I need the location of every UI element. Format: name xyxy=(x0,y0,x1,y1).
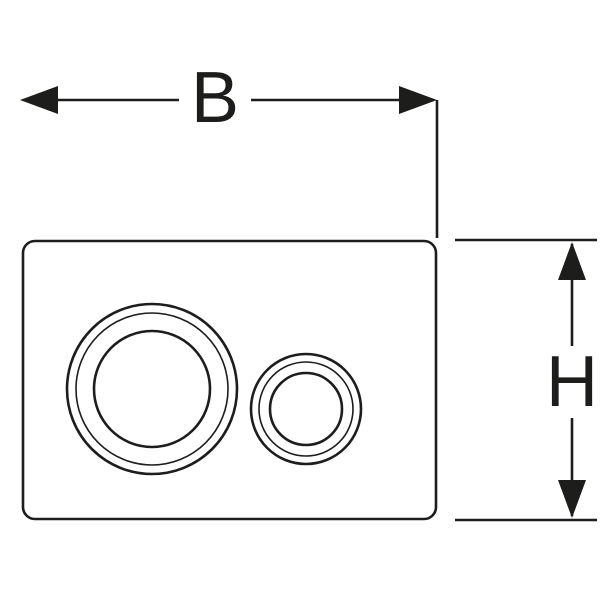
small-button-middle-ring xyxy=(258,361,354,457)
flush-plate-outline xyxy=(21,239,438,521)
width-dimension-label: B xyxy=(178,62,252,134)
large-button-outer-circle xyxy=(65,302,239,476)
height-dimension-label: H xyxy=(534,346,600,418)
small-button-inner-circle xyxy=(268,371,344,447)
arrow-down-icon xyxy=(558,480,586,518)
large-flush-button xyxy=(65,302,239,476)
flush-plate xyxy=(21,239,438,521)
large-button-middle-ring xyxy=(75,312,229,466)
arrow-right-icon xyxy=(399,86,437,114)
small-button-outer-circle xyxy=(249,352,363,466)
arrow-left-icon xyxy=(20,86,58,114)
arrow-up-icon xyxy=(558,242,586,280)
large-button-inner-circle xyxy=(92,329,212,449)
small-flush-button xyxy=(249,352,363,466)
